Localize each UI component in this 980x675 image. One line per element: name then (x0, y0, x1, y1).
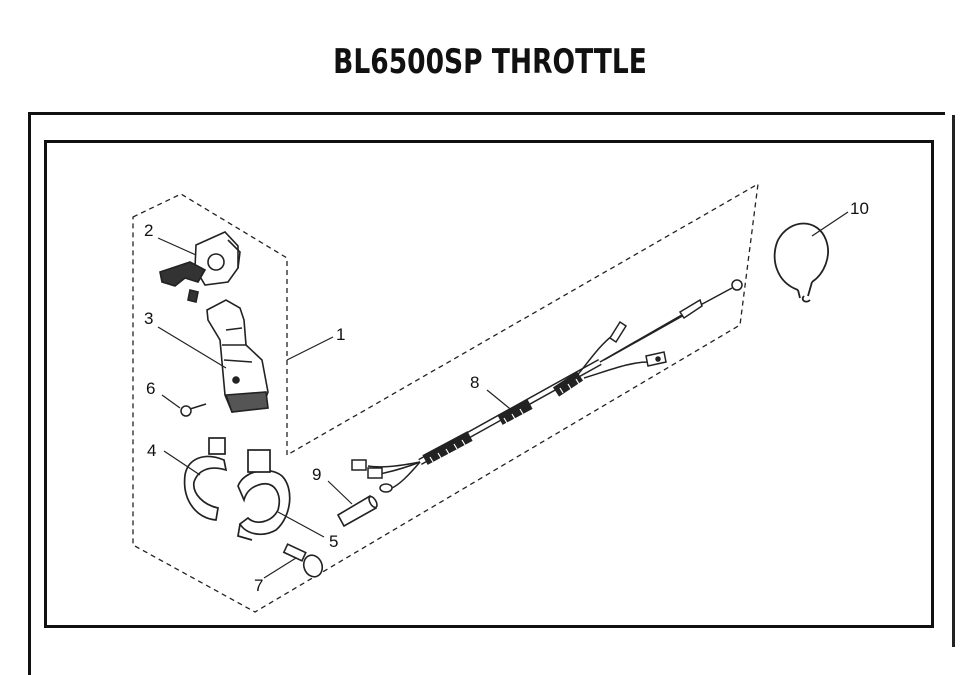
callout-5: 5 (329, 532, 338, 551)
assembly-outline (132, 182, 759, 613)
leader-lines (157, 211, 849, 579)
diagram-frame (44, 140, 934, 628)
throttle-grip (206, 299, 269, 413)
sleeve (336, 494, 378, 528)
callout-6: 6 (146, 379, 155, 398)
throttle-lever-housing (159, 231, 241, 303)
screw (180, 403, 207, 417)
bolt (282, 543, 324, 578)
throttle-cable-harness (351, 279, 743, 493)
outer-frame (28, 112, 945, 675)
callout-7: 7 (254, 576, 263, 595)
callout-9: 9 (312, 465, 321, 484)
frame-right-edge (952, 115, 955, 647)
callout-3: 3 (144, 309, 153, 328)
clamp-left (183, 437, 228, 521)
parts-diagram: 1 2 3 4 5 6 7 8 9 10 (132, 182, 869, 613)
clamp-right (237, 449, 291, 541)
callout-4: 4 (147, 441, 156, 460)
callout-1: 1 (336, 325, 345, 344)
callout-8: 8 (470, 373, 479, 392)
retaining-ring (773, 222, 829, 303)
callout-10: 10 (850, 199, 869, 218)
page-title: BL6500SP THROTTLE (333, 42, 647, 82)
callout-2: 2 (144, 221, 153, 240)
